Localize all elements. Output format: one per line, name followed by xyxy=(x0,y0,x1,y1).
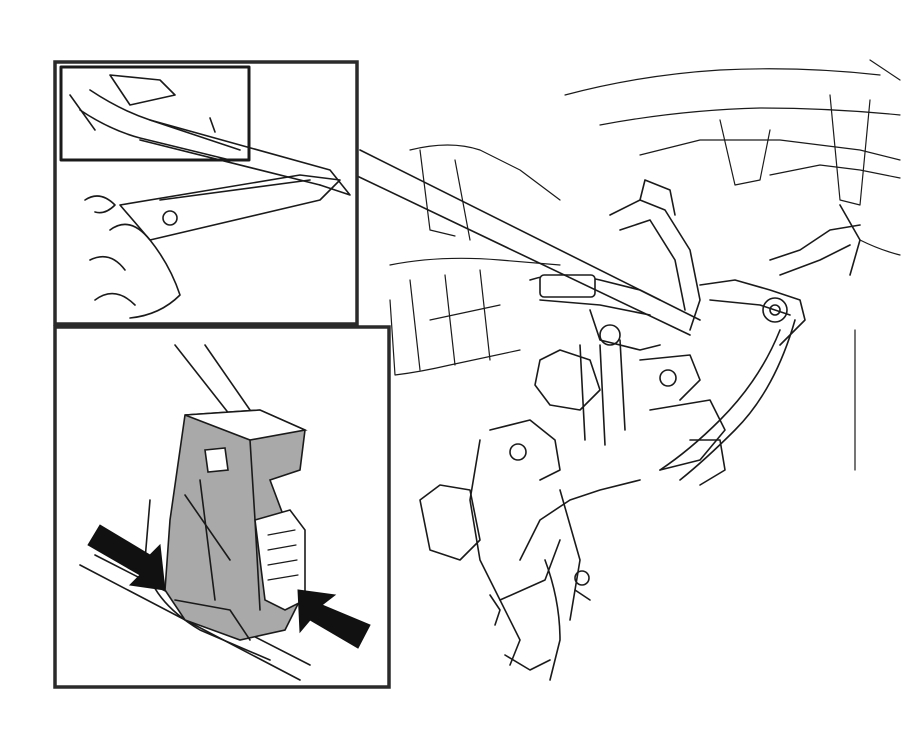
press-arrow-left-icon xyxy=(87,524,166,591)
press-arrow-right-icon xyxy=(297,589,371,649)
main-assembly-view xyxy=(354,59,901,681)
pry-tool-detail-inset xyxy=(53,60,359,326)
clip-release-detail-inset xyxy=(53,325,391,689)
